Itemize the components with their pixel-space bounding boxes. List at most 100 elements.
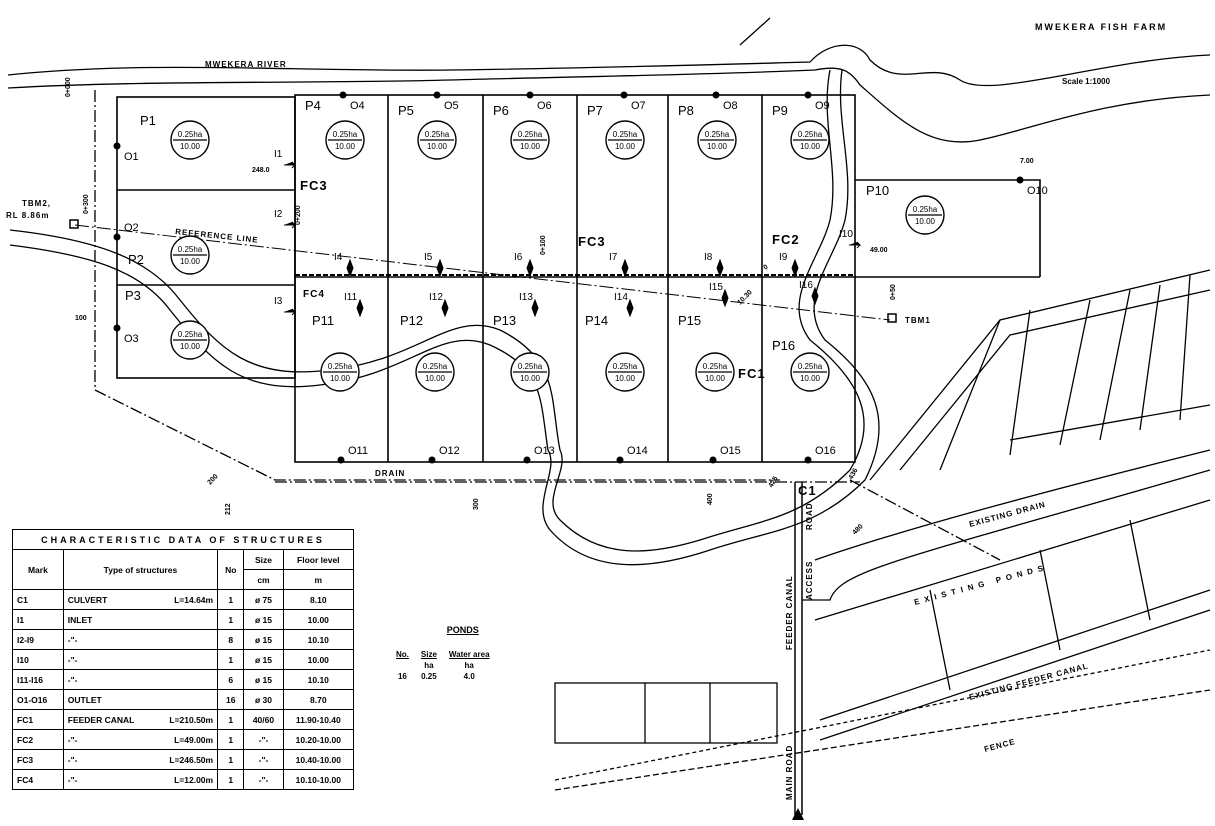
outlet-icon (113, 142, 121, 150)
row-length: L=49.00m (174, 734, 214, 745)
pond-level: 10.00 (335, 142, 356, 151)
row-type-name: OUTLET (67, 694, 102, 705)
chainage-label: 0+50 (890, 284, 897, 300)
header-size: Size (243, 549, 284, 570)
outlet-o1: O1 (113, 142, 139, 163)
existing-feeder-canal-label: EXISTING FEEDER CANAL (968, 661, 1089, 702)
fence-label: FENCE (983, 737, 1016, 754)
outlet-icon (526, 91, 534, 99)
ponds-unit-size: ha (424, 661, 434, 670)
pond-label: P8 (678, 103, 694, 118)
row-no: 1 (217, 649, 245, 670)
pond-level: 10.00 (800, 142, 821, 151)
outlet-icon (523, 456, 531, 464)
drawing-title: MWEKERA FISH FARM (1035, 22, 1168, 32)
outlet-o2: O2 (113, 222, 139, 241)
inlet-i2: I2 (274, 209, 297, 229)
pond-label: P4 (305, 98, 321, 113)
fc4-label: FC4 (303, 289, 325, 300)
access-label: ACCESS (805, 561, 814, 600)
row-type: -"-L=49.00m (62, 729, 219, 750)
drawing-scale: Scale 1:1000 (1062, 77, 1111, 86)
row-type: OUTLET (62, 689, 219, 710)
row-floor: 10.10 (282, 669, 355, 690)
outlet-o11: O11 (337, 445, 368, 464)
chainage-label: 0 (763, 264, 770, 272)
outlet-o3: O3 (113, 324, 139, 345)
inlet-label: I11 (344, 292, 358, 303)
outlet-icon (616, 456, 624, 464)
outlet-icon (339, 91, 347, 99)
row-floor: 8.70 (282, 689, 355, 710)
table-row: I2-I9 -"- 8 ø 15 10.10 (12, 629, 355, 650)
pond-level: 10.00 (800, 374, 821, 383)
pond-label: P5 (398, 103, 414, 118)
outlet-label: O4 (350, 100, 365, 112)
inlet-icon (721, 288, 729, 308)
inlet-label: I1 (274, 149, 283, 160)
row-no: 1 (217, 749, 245, 770)
row-length: L=12.00m (174, 774, 214, 785)
pond-size: 0.25ha (425, 130, 450, 139)
outlet-label: O9 (815, 100, 830, 112)
row-type-name: -"- (67, 774, 78, 785)
pond-size: 0.25ha (913, 205, 938, 214)
inlet-icon (284, 308, 297, 316)
inlet-label: I5 (424, 252, 433, 263)
table-row: I10 -"- 1 ø 15 10.00 (12, 649, 355, 670)
ponds-summary-title: PONDS (446, 625, 479, 635)
inlet-label: I13 (519, 292, 533, 303)
pond-label: P7 (587, 103, 603, 118)
row-no: 8 (217, 629, 245, 650)
row-type-name: -"- (67, 754, 78, 765)
row-type: -"- (62, 649, 219, 670)
row-no: 1 (217, 729, 245, 750)
pond-size: 0.25ha (705, 130, 730, 139)
inlet-i5: I5 (424, 252, 444, 278)
ponds-size: 0.25 (421, 672, 437, 681)
row-mark: I11-I16 (12, 669, 64, 690)
pond-level: 10.00 (425, 374, 446, 383)
inlet-i4: I4 (334, 252, 354, 278)
outlet-o12: O12 (428, 445, 460, 464)
inlet-icon (346, 258, 354, 278)
outlet-o4: O4 (339, 91, 365, 112)
chainage-label: 100 (75, 315, 87, 322)
chainage-label: 7.00 (1020, 158, 1034, 165)
pond-size: 0.25ha (798, 130, 823, 139)
structures-table: CHARACTERISTIC DATA OF STRUCTURES Mark T… (12, 529, 355, 790)
existing-drain-label: EXISTING DRAIN (968, 500, 1047, 529)
row-type-name: -"- (67, 674, 78, 685)
inlet-i6: I6 (514, 252, 534, 278)
outlet-label: O15 (720, 445, 741, 457)
outlet-icon (620, 91, 628, 99)
pond-size: 0.25ha (423, 362, 448, 371)
pond-size: 0.25ha (178, 245, 203, 254)
inlet-icon (791, 258, 799, 278)
outlet-label: O12 (439, 445, 460, 457)
pond-level: 10.00 (520, 142, 541, 151)
pond-level: 10.00 (915, 217, 936, 226)
inlet-icon (356, 298, 364, 318)
pond-label: P9 (772, 103, 788, 118)
pond-level: 10.00 (707, 142, 728, 151)
inlet-i1: I1 (274, 149, 297, 169)
outlet-label: O16 (815, 445, 836, 457)
inlet-icon (626, 298, 634, 318)
chainage-label: 0+200 (295, 205, 302, 225)
row-size: -"- (243, 729, 284, 750)
inlet-icon (436, 258, 444, 278)
unit-floor: m (282, 569, 355, 590)
row-no: 1 (217, 589, 245, 610)
row-no: 16 (217, 689, 245, 710)
ponds-unit-area: ha (464, 661, 474, 670)
river-label: MWEKERA RIVER (205, 60, 287, 69)
row-size: ø 15 (243, 609, 284, 630)
table-row: FC3 -"-L=246.50m 1 -"- 10.40-10.00 (12, 749, 355, 770)
pond-label: P15 (678, 313, 701, 328)
pond-label: P6 (493, 103, 509, 118)
